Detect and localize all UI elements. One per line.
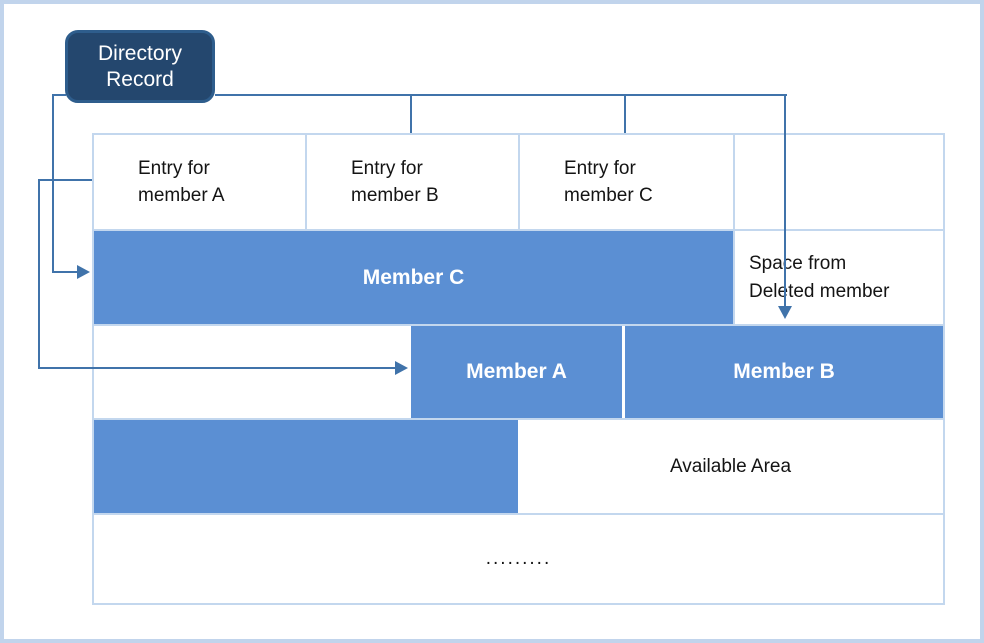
entry-member-a-cell: Entry for member A [94, 135, 307, 229]
available-row: Available Area [94, 418, 943, 513]
deleted-space-line1: Space from [749, 252, 847, 274]
member-b-block: Member B [625, 326, 943, 418]
connector-c-vertical [52, 94, 54, 273]
member-a-block: Member A [411, 326, 625, 418]
continuation-dots: ......... [485, 548, 552, 569]
available-area-cell: Available Area [518, 420, 943, 513]
entries-row: Entry for member A Entry for member B En… [94, 135, 943, 229]
continuation-row: ......... [94, 513, 943, 603]
member-c-block: Member C [94, 231, 733, 324]
member-c-row: Member C Space from Deleted member [94, 229, 943, 324]
deleted-space-line2: Deleted member [749, 280, 890, 302]
connector-a-horizontal [38, 367, 396, 369]
member-b-label: Member B [733, 360, 835, 383]
row3-empty-space [94, 326, 411, 418]
directory-record-box: Directory Record [65, 30, 215, 103]
connector-c-stub [52, 94, 66, 96]
arrow-to-member-a-icon [395, 361, 408, 375]
continuation-dots-cell: ......... [94, 515, 943, 603]
connector-drop-entry-c [624, 94, 626, 133]
unnamed-member-block [94, 420, 518, 513]
entry-b-line2: member B [351, 185, 439, 206]
directory-record-label-line1: Directory [97, 41, 182, 65]
deleted-space-cell: Space from Deleted member [733, 231, 943, 324]
connector-a-top [38, 179, 92, 181]
entry-a-line2: member A [138, 185, 225, 206]
entry-empty-cell [735, 135, 943, 229]
available-area-label: Available Area [669, 455, 792, 477]
connector-c-horizontal [52, 271, 78, 273]
entry-c-line1: Entry for [564, 158, 636, 179]
member-a-label: Member A [466, 360, 567, 383]
entry-member-c-cell: Entry for member C [520, 135, 735, 229]
connector-drop-member-b [784, 94, 786, 307]
directory-record-label-line2: Record [106, 67, 174, 91]
arrow-to-member-c-icon [77, 265, 90, 279]
arrow-to-member-b-icon [778, 306, 792, 319]
entry-b-line1: Entry for [351, 158, 423, 179]
connector-top-rail [215, 94, 787, 96]
entry-a-line1: Entry for [138, 158, 210, 179]
connector-a-vertical [38, 179, 40, 369]
dataset-table: Entry for member A Entry for member B En… [92, 133, 945, 605]
member-c-label: Member C [362, 265, 465, 289]
connector-drop-entry-b [410, 94, 412, 133]
entry-member-b-cell: Entry for member B [307, 135, 520, 229]
member-a-b-row: Member A Member B [94, 324, 943, 418]
entry-c-line2: member C [564, 185, 653, 206]
